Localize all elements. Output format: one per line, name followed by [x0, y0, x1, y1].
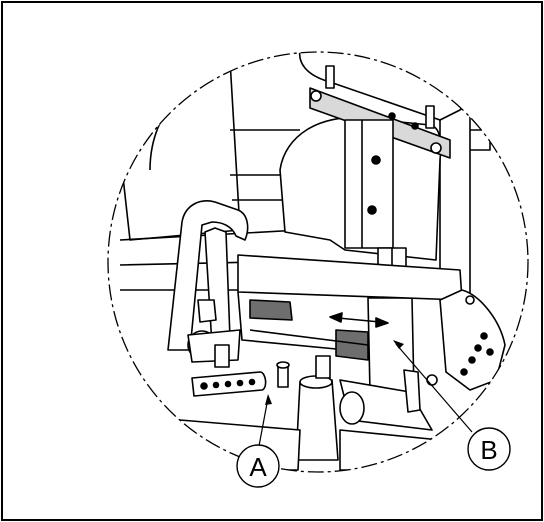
- callout-b-label: B: [480, 435, 497, 465]
- callout-a: A: [236, 444, 280, 488]
- callout-a-label: A: [249, 452, 267, 482]
- callout-b: B: [467, 427, 511, 471]
- lower-column: [295, 379, 339, 461]
- armrest-handle: [167, 200, 249, 351]
- leader-line-a: [258, 397, 269, 447]
- side-plate: [439, 289, 506, 391]
- leader-line-b: [395, 343, 473, 433]
- vertical-post: [344, 119, 394, 249]
- adjustment-arrow: [329, 312, 389, 328]
- magnified-detail: [119, 52, 506, 471]
- magnifier-outline: [107, 51, 529, 473]
- horizontal-beam: [237, 254, 463, 301]
